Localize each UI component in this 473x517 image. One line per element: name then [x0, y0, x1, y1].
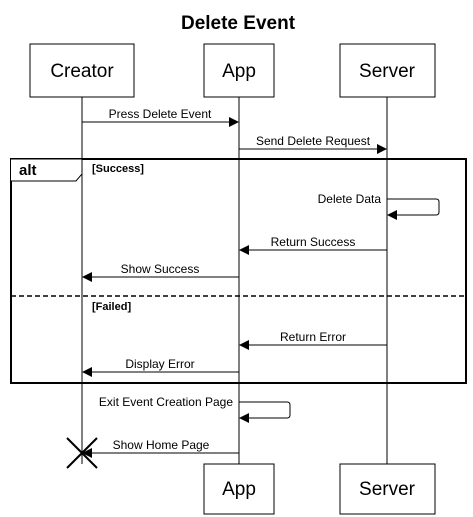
participant-app-bottom-label: App: [222, 479, 256, 500]
message-return-success: Return Success: [239, 235, 387, 255]
participant-server-bottom-label: Server: [359, 479, 416, 500]
participant-app-top: App: [203, 43, 275, 98]
diagram-title: Delete Event: [181, 13, 296, 34]
message-show-home-page: Show Home Page: [82, 438, 239, 458]
message-send-delete-request-label: Send Delete Request: [256, 134, 371, 148]
message-send-delete-request: Send Delete Request: [239, 134, 387, 154]
alt-failed-guard: [Failed]: [92, 301, 131, 313]
message-exit-event-creation-page-label: Exit Event Creation Page: [99, 395, 233, 409]
message-press-delete-event-label: Press Delete Event: [109, 107, 212, 121]
message-return-error-label: Return Error: [280, 330, 346, 344]
participant-app-label: App: [222, 61, 256, 82]
message-show-home-page-label: Show Home Page: [113, 438, 210, 452]
message-delete-data-label: Delete Data: [318, 192, 382, 206]
message-show-success-label: Show Success: [121, 262, 200, 276]
participant-app-bottom: App: [203, 463, 275, 515]
participant-server-label: Server: [359, 61, 416, 82]
message-display-error: Display Error: [82, 357, 239, 377]
alt-frame: alt [Success] [Failed]: [10, 158, 467, 384]
message-exit-event-creation-page: Exit Event Creation Page: [99, 395, 291, 423]
alt-frame-label: alt: [19, 162, 37, 179]
destroy-x-icon: [66, 437, 98, 469]
participant-creator-label: Creator: [50, 61, 114, 82]
message-display-error-label: Display Error: [125, 357, 194, 371]
message-show-success: Show Success: [82, 262, 239, 282]
message-return-success-label: Return Success: [271, 235, 356, 249]
message-press-delete-event: Press Delete Event: [82, 107, 239, 127]
message-return-error: Return Error: [239, 330, 387, 350]
participant-server-top: Server: [339, 43, 436, 98]
alt-frame-tab: [11, 158, 83, 182]
participant-creator-top: Creator: [29, 43, 135, 98]
participant-server-bottom: Server: [339, 463, 436, 515]
message-delete-data: Delete Data: [318, 192, 440, 220]
alt-success-guard: [Success]: [92, 163, 144, 175]
